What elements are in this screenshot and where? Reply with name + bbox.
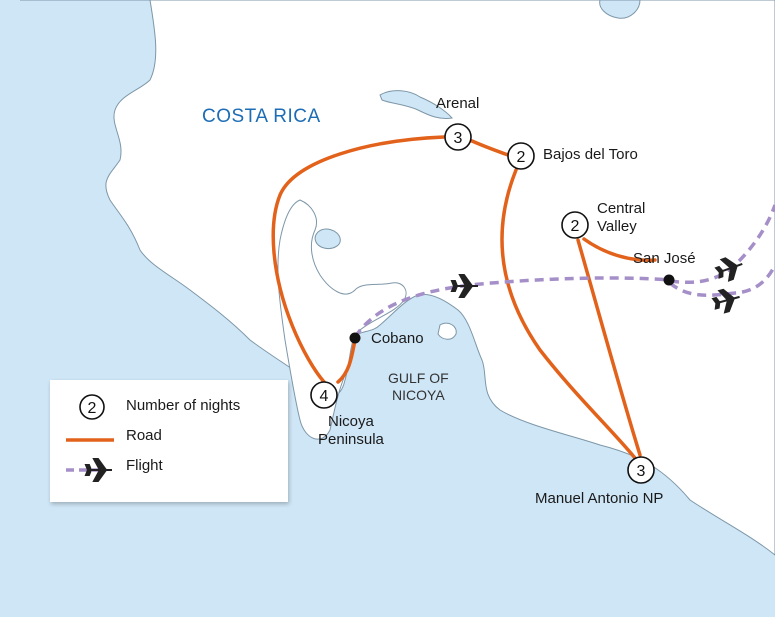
central-marker: [561, 211, 589, 239]
nicoya-marker: [310, 381, 338, 409]
nicoya-label-line2: Peninsula: [318, 431, 384, 448]
central-label-line1: Central: [597, 200, 646, 217]
manuel-label: Manuel Antonio NP: [535, 490, 664, 507]
flights: [353, 204, 775, 338]
gulf-island-north: [314, 228, 341, 249]
road-nicoya-cobano: [336, 338, 357, 384]
sanjose-dot: [663, 274, 675, 286]
flight-sanjose-east-1: [669, 204, 775, 285]
legend-nights-number: 2: [88, 400, 97, 417]
gulf-island-south: [437, 322, 457, 340]
roads: [271, 135, 657, 460]
nicaragua-lake-edge: [599, 0, 641, 19]
nicoya-label-line1: Nicoya: [328, 413, 374, 430]
plane-icon: [450, 274, 478, 298]
road-central-manuel: [576, 238, 642, 457]
nicoya-label: Nicoya Peninsula: [318, 413, 384, 449]
flight-cobano-sanjose: [353, 276, 671, 338]
lake-arenal: [379, 90, 453, 119]
plane-icon: [714, 257, 743, 282]
central-label: Central Valley: [597, 200, 645, 236]
country-label: COSTA RICA: [202, 106, 321, 127]
cobano-dot: [349, 332, 361, 344]
legend: 2 Number of nights Road Flight: [50, 380, 288, 502]
legend-nights-label: Number of nights: [126, 397, 241, 414]
road-arenal-nicoya: [271, 135, 446, 385]
arenal-nights: 3: [454, 130, 463, 147]
legend-symbols: 2: [66, 394, 114, 482]
bajos-marker: [507, 142, 535, 170]
legend-flight-label: Flight: [126, 457, 163, 474]
legend-nights-symbol: [79, 394, 105, 420]
plane-icon: [711, 288, 740, 314]
sanjose-label: San José: [633, 250, 696, 267]
gulf-label-line2: NICOYA: [392, 387, 445, 403]
road-arenal-bajos: [470, 139, 510, 157]
gulf-label-line1: GULF OF: [388, 370, 449, 386]
manuel-marker: [627, 456, 655, 484]
manuel-nights: 3: [637, 463, 646, 480]
flight-sanjose-east-2: [668, 264, 775, 297]
gulf-label: GULF OF NICOYA: [388, 370, 449, 404]
road-bajos-manuel: [500, 168, 637, 460]
road-central-sanjose: [582, 237, 657, 262]
plane-icons: [450, 257, 743, 314]
arenal-label: Arenal: [436, 95, 480, 112]
legend-road-label: Road: [126, 427, 162, 444]
cobano-label: Cobano: [371, 330, 424, 347]
arenal-marker: [444, 123, 472, 151]
plane-icon: [84, 458, 112, 482]
night-markers: [310, 123, 655, 484]
nicoya-nights: 4: [320, 388, 329, 405]
central-nights: 2: [571, 218, 580, 235]
central-label-line2: Valley: [597, 218, 637, 235]
bajos-nights: 2: [517, 149, 526, 166]
bajos-label: Bajos del Toro: [543, 146, 638, 163]
